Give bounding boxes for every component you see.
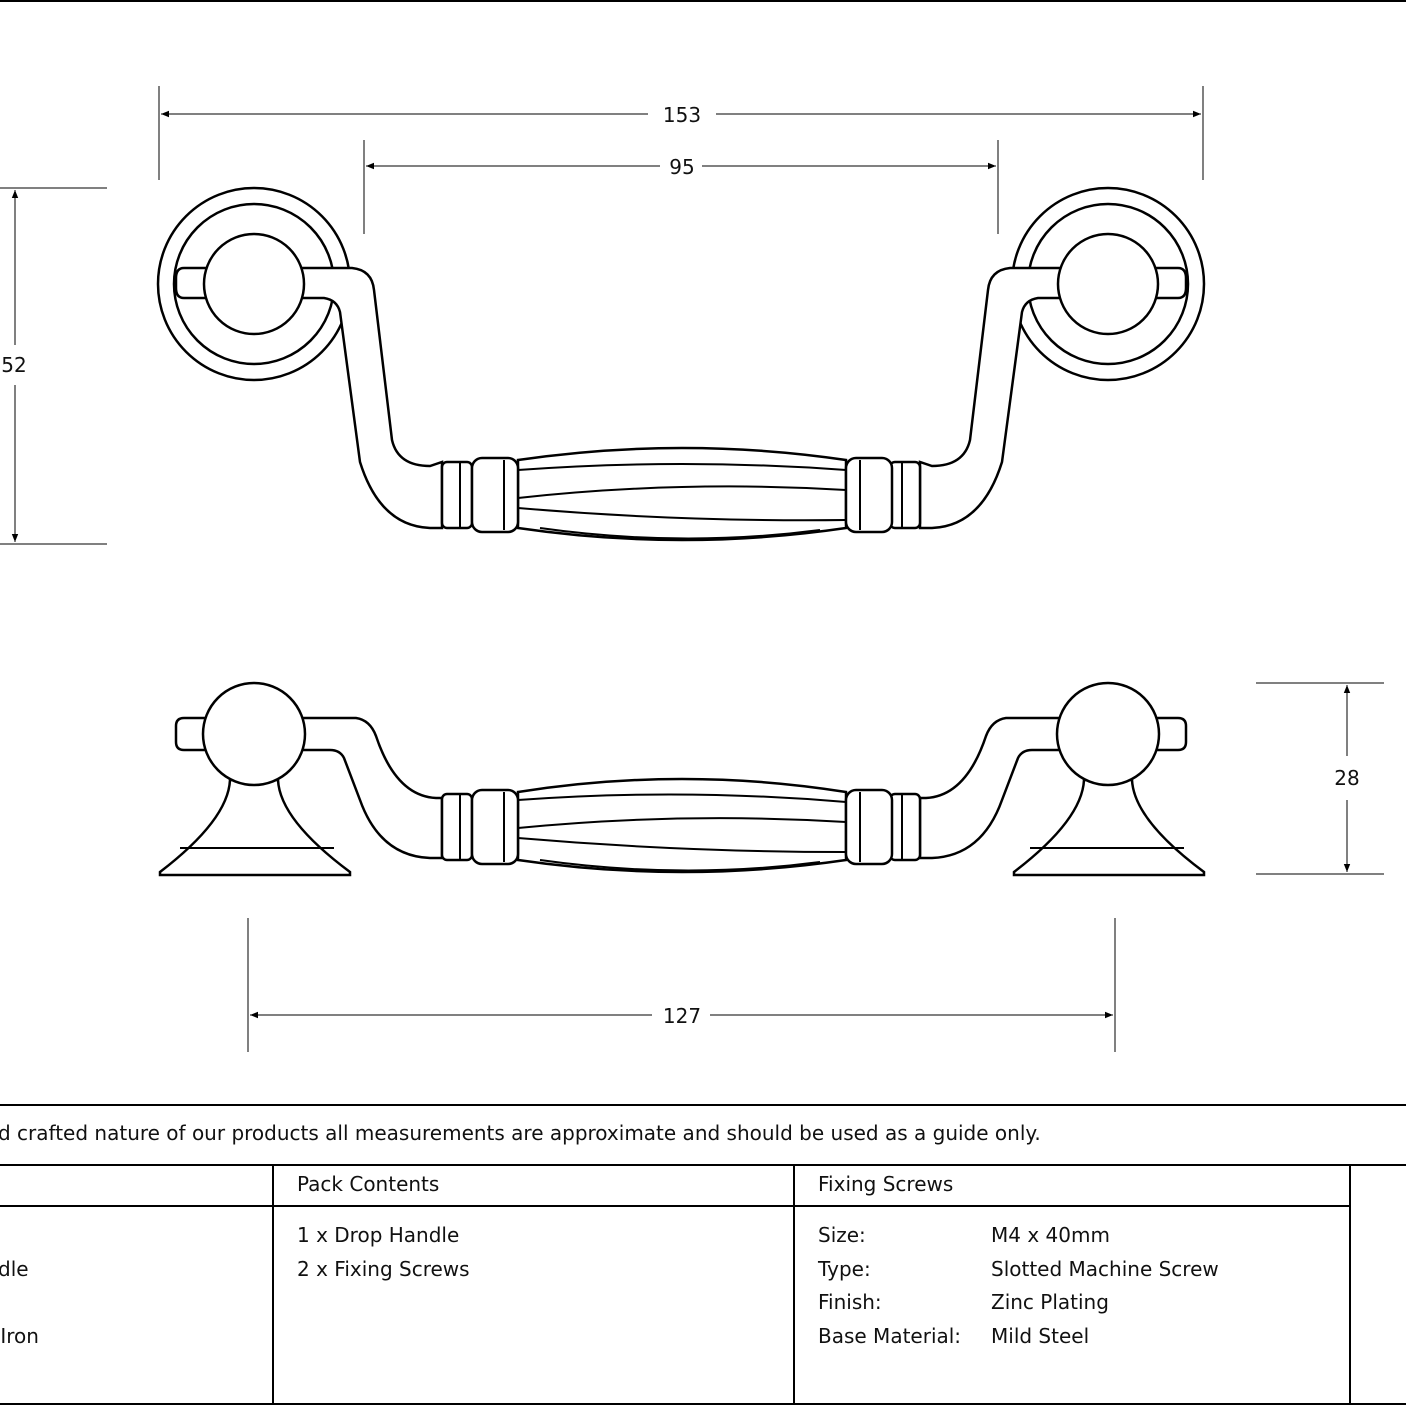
screw-finish-value: Zinc Plating [991, 1290, 1109, 1314]
dimension-label: 95 [669, 155, 694, 179]
dimension-height-top: 52 [0, 187, 107, 545]
col1-line2: dle [0, 1257, 29, 1281]
dimension-hole-centres-top: 95 [363, 140, 999, 234]
disclaimer-note: d crafted nature of our products all mea… [0, 1121, 1041, 1145]
screw-finish-label: Finish: [818, 1290, 882, 1314]
handle-top-view [156, 186, 1206, 542]
dimension-label: 127 [663, 1004, 701, 1028]
dimension-hole-centres-side: 127 [247, 918, 1116, 1052]
screw-material-label: Base Material: [818, 1324, 962, 1348]
pack-contents-header: Pack Contents [297, 1172, 440, 1196]
pack-contents-item: 1 x Drop Handle [297, 1223, 460, 1247]
dimension-label: 28 [1334, 766, 1359, 790]
screw-material-value: Mild Steel [991, 1324, 1090, 1348]
screw-type-label: Type: [818, 1257, 871, 1281]
screw-size-value: M4 x 40mm [991, 1223, 1110, 1247]
handle-side-view [158, 681, 1206, 877]
pack-contents-item: 2 x Fixing Screws [297, 1257, 470, 1281]
screw-size-label: Size: [818, 1223, 866, 1247]
screw-type-value: Slotted Machine Screw [991, 1257, 1219, 1281]
fixing-screws-header: Fixing Screws [818, 1172, 954, 1196]
dimension-overall-length: 153 [158, 86, 1204, 180]
col1-line4: Iron [0, 1324, 39, 1348]
info-table-grid [0, 1104, 1406, 1405]
dimension-height-side: 28 [1256, 682, 1384, 875]
dimension-label: 52 [1, 353, 26, 377]
dimension-label: 153 [663, 103, 701, 127]
